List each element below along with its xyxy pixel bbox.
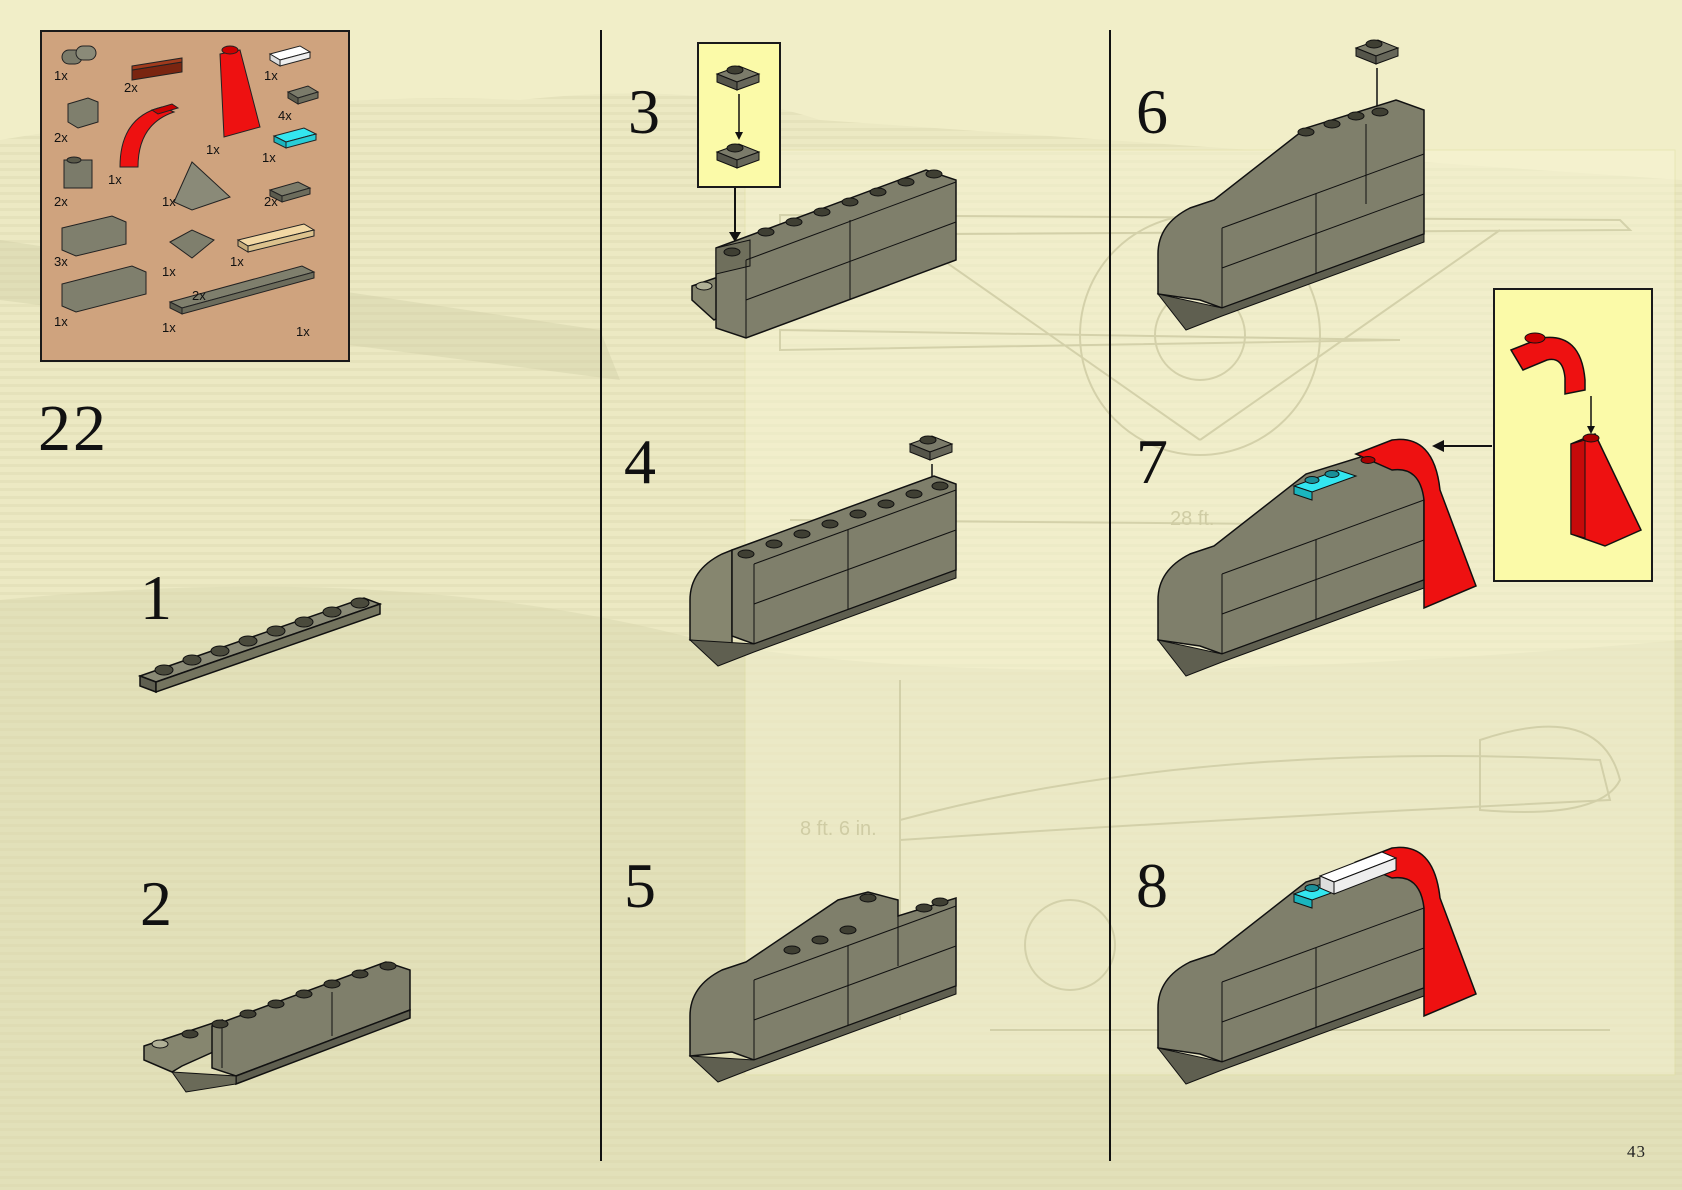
red-slope-brick-icon	[219, 45, 261, 138]
sub-step-2: 2	[140, 868, 172, 939]
step-6-assembly-illustration	[1156, 39, 1425, 331]
step-1-plate-illustration	[137, 597, 383, 694]
part-qty: 1x	[262, 150, 276, 165]
part-qty: 1x	[54, 314, 68, 329]
sub-step-1: 1	[140, 562, 172, 633]
column-divider-left	[600, 30, 602, 1161]
red-curved-arch-icon	[119, 103, 180, 168]
part-qty: 1x	[206, 142, 220, 157]
sub-step-3: 3	[628, 76, 660, 147]
step-4-assembly-illustration	[688, 435, 957, 667]
part-qty: 1x	[162, 320, 176, 335]
step-5-assembly-illustration	[688, 891, 957, 1083]
step-7-assembly-illustration	[1156, 438, 1492, 677]
gray-slope-icon	[268, 181, 312, 203]
parts-list-box: 1x 2x 1x 1x 4x 2x 1x 1x 1x 2x 1x 2x 1x 3…	[40, 30, 350, 362]
sub-step-7: 7	[1136, 426, 1168, 497]
part-qty: 1x	[230, 254, 244, 269]
stacking-plate-icon	[715, 65, 761, 169]
binoculars-icon	[61, 45, 97, 65]
sub-step-5: 5	[624, 850, 656, 921]
part-qty: 2x	[192, 288, 206, 303]
cyan-plate-icon	[272, 127, 318, 149]
part-qty: 2x	[54, 130, 68, 145]
gray-wedge-icon	[169, 229, 215, 259]
white-tile-icon	[268, 45, 312, 67]
column-divider-right	[1109, 30, 1111, 1161]
sub-step-6: 6	[1136, 76, 1168, 147]
part-qty: 3x	[54, 254, 68, 269]
step-2-assembly-illustration	[143, 961, 411, 1093]
gray-plate-1x8-icon	[168, 265, 316, 315]
gray-brick-1x3-icon	[61, 215, 127, 257]
parts-illustrations	[61, 45, 320, 315]
arch-on-slope-icon	[1509, 332, 1643, 547]
part-qty: 2x	[54, 194, 68, 209]
gray-brick-1x4-icon	[61, 265, 147, 313]
step-7-callout	[1493, 288, 1653, 582]
gray-bracket-icon	[67, 97, 99, 129]
step-3-assembly-illustration	[691, 169, 957, 339]
dark-gray-plate-1x2-icon	[286, 85, 320, 105]
svg-text:8 ft. 6 in.: 8 ft. 6 in.	[800, 818, 877, 840]
sub-step-8: 8	[1136, 850, 1168, 921]
part-qty: 1x	[54, 68, 68, 83]
part-qty: 4x	[278, 108, 292, 123]
page-number: 43	[1627, 1142, 1646, 1161]
dark-red-grille-icon	[131, 57, 183, 81]
sub-step-4: 4	[624, 426, 656, 497]
main-step-number: 22	[38, 392, 108, 465]
part-qty: 1x	[162, 194, 176, 209]
step-3-callout	[697, 42, 781, 188]
step-8-assembly-illustration	[1156, 846, 1477, 1085]
part-qty: 1x	[264, 68, 278, 83]
gray-brick-1x1-icon	[63, 156, 93, 189]
part-qty: 2x	[124, 80, 138, 95]
part-qty: 2x	[264, 194, 278, 209]
gray-curved-slope-icon	[173, 161, 231, 211]
tan-plate-1x4-icon	[236, 223, 316, 253]
part-qty: 1x	[162, 264, 176, 279]
svg-text:28 ft.: 28 ft.	[1170, 508, 1214, 530]
part-qty: 1x	[296, 324, 310, 339]
part-qty: 1x	[108, 172, 122, 187]
